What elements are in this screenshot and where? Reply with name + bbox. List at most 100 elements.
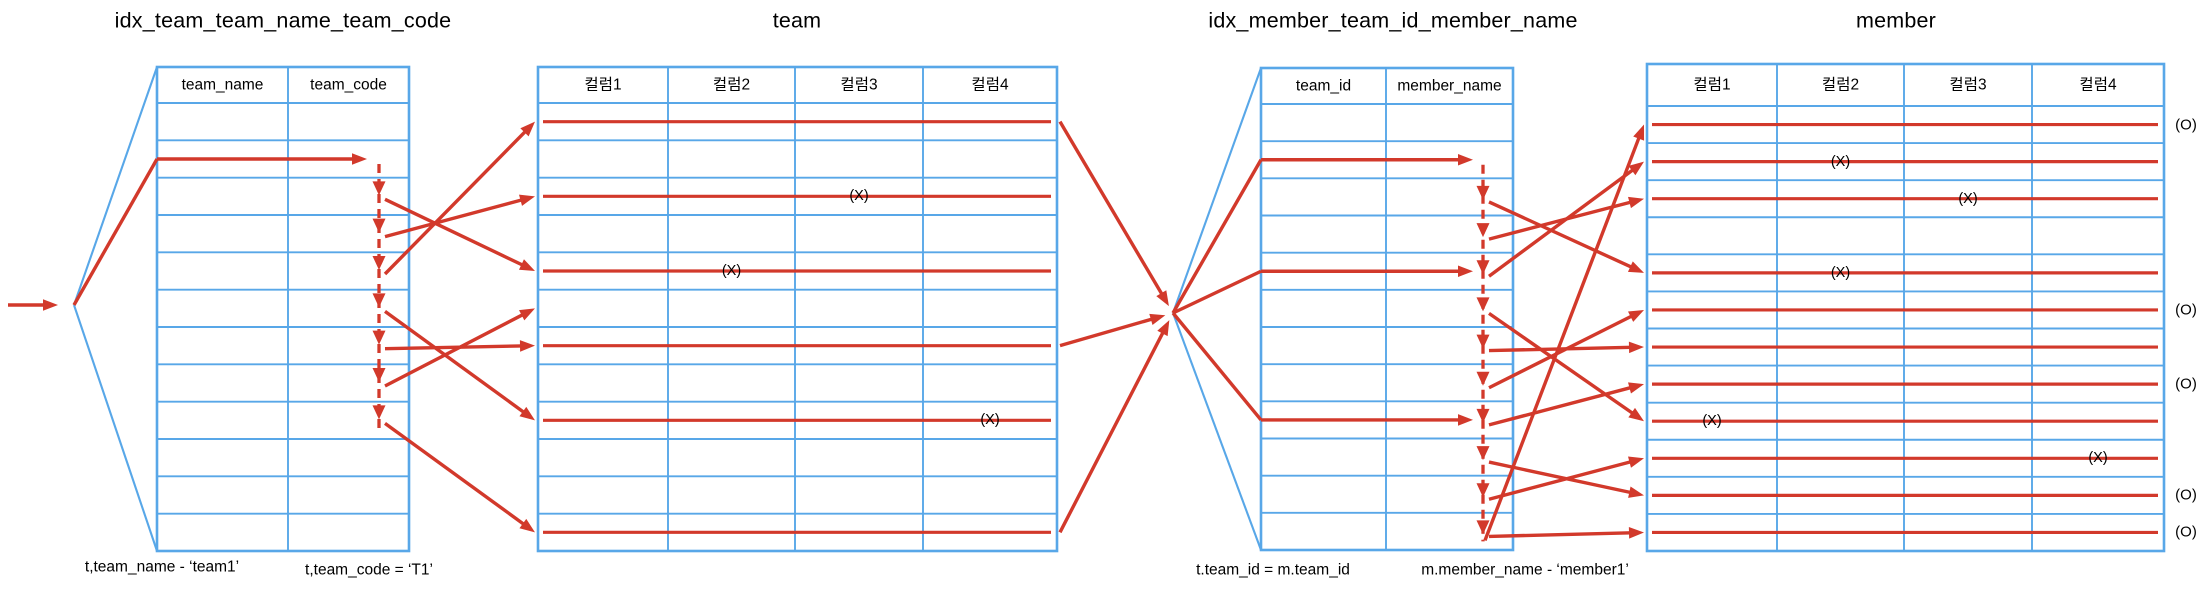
btree-fan-top [73, 66, 158, 306]
rowid-lookup-arrow-line [1488, 200, 1633, 270]
index-entry-diagonal [1172, 269, 1262, 315]
member-table-pass-mark: (O) [2175, 486, 2197, 504]
rowid-lookup-arrow-head [1628, 486, 1644, 498]
query-entry-arrow-head [43, 299, 58, 311]
member-table-fail-mark: (X) [1702, 412, 1722, 429]
rowid-lookup-arrow-head [520, 121, 535, 137]
index-scan-step-arrow [1476, 520, 1490, 535]
member-table-border [1645, 62, 2166, 553]
btree-fan-top [1172, 67, 1262, 314]
join-key-arrow-line [1059, 317, 1154, 348]
rowid-lookup-arrow-head [1627, 309, 1644, 322]
rowid-lookup-arrow-head [1628, 527, 1644, 539]
idx-team-table-col-header: team_code [310, 76, 387, 94]
rowid-lookup-arrow-line [1487, 167, 1635, 278]
index-scan-step-arrow [372, 256, 386, 270]
rowid-lookup-arrow-head [519, 194, 535, 206]
rowid-lookup-arrow-head [519, 340, 535, 352]
rowid-lookup-arrow-head [1628, 196, 1644, 209]
index-scan-step-arrow [1476, 223, 1490, 238]
index-scan-step-arrow [1476, 483, 1490, 498]
rowid-lookup-arrow-line [383, 129, 528, 276]
member-table-fail-mark: (X) [2088, 450, 2108, 467]
index-entry-arrow-head [1458, 153, 1473, 166]
index-scan-step-arrow [1476, 334, 1490, 349]
idx-member-table-col-header: member_name [1397, 77, 1502, 95]
rowid-lookup-arrow-line [1488, 459, 1632, 501]
team-table-col-header: 컬럼2 [712, 76, 751, 94]
index-entry-arrow-head [1458, 414, 1473, 426]
index-entry-diagonal [1171, 311, 1263, 421]
index-scan-step-arrow [372, 293, 386, 308]
rowid-lookup-arrow-head [1628, 407, 1644, 422]
team-table-col-header: 컬럼4 [971, 76, 1009, 94]
index-scan-step-arrow [1476, 297, 1490, 312]
condition-team-id-join: t.team_id = m.team_id [1196, 561, 1350, 579]
rowid-lookup-arrow-head [519, 518, 535, 533]
member-table-col-header: 컬럼1 [1693, 76, 1731, 94]
btree-fan-bottom [73, 304, 158, 552]
rowid-lookup-arrow-head [1627, 261, 1644, 273]
index-scan-step-arrow [1476, 185, 1490, 200]
index-scan-step-arrow [1476, 446, 1490, 461]
team-table-col-header: 컬럼3 [840, 76, 878, 94]
rowid-lookup-arrow-line [1488, 200, 1632, 241]
rowid-lookup-arrow-head [1628, 456, 1644, 468]
rowid-lookup-arrow-line [384, 309, 526, 415]
rowid-lookup-arrow-line [384, 198, 523, 239]
join-key-arrow-head [1149, 313, 1166, 325]
index-scan-step-arrow [372, 181, 386, 196]
index-scan-step-arrow [372, 368, 386, 382]
member-table-col-header: 컬럼2 [1821, 76, 1860, 94]
rowid-lookup-arrow-line [1488, 312, 1635, 416]
rowid-lookup-arrow-line [1488, 385, 1632, 427]
member-table-pass-mark: (O) [2175, 301, 2197, 319]
rowid-lookup-arrow-line [384, 421, 526, 527]
rowid-lookup-arrow-line [1488, 314, 1634, 390]
rowid-lookup-arrow-head [518, 259, 535, 271]
member-table-fail-mark: (X) [1830, 153, 1851, 170]
join-key-arrow-line [1058, 330, 1165, 534]
index-scan-step-arrow [1476, 371, 1490, 386]
index-entry-arrow-head [352, 153, 367, 165]
rowid-lookup-arrow-head [1628, 161, 1644, 176]
member-table-col-header: 컬럼4 [2079, 76, 2117, 94]
rowid-lookup-arrow-head [519, 308, 535, 321]
join-key-arrow-head [1156, 290, 1169, 307]
member-table-fail-mark: (X) [1830, 264, 1851, 281]
rowid-lookup-arrow-line [1488, 531, 1632, 539]
rowid-lookup-arrow-line [384, 312, 525, 388]
team-table-col-header: 컬럼1 [584, 76, 622, 94]
index-scan-step-arrow [372, 330, 386, 345]
join-key-arrow-line [1058, 120, 1164, 296]
index-scan-step-arrow [1476, 408, 1490, 423]
rowid-lookup-arrow-head [519, 406, 535, 421]
title-idx-member: idx_member_team_id_member_name [1208, 8, 1578, 33]
team-table-fail-mark: (X) [849, 188, 869, 205]
idx-team-table-col-header: team_name [181, 76, 264, 94]
rowid-lookup-arrow-head [1628, 341, 1644, 354]
index-entry-diagonal [1171, 158, 1263, 314]
rowid-lookup-arrow-line [384, 344, 523, 351]
team-table-fail-mark: (X) [721, 262, 742, 279]
title-member: member [1855, 8, 1937, 33]
idx-member-table-col-header: team_id [1295, 77, 1352, 95]
index-scan-step-arrow [1476, 260, 1490, 275]
member-table-pass-mark: (O) [2175, 375, 2197, 393]
btree-fan-bottom [1172, 312, 1262, 551]
member-table-col-header: 컬럼3 [1949, 76, 1987, 94]
title-team: team [772, 8, 822, 33]
member-table-pass-mark: (O) [2175, 116, 2197, 134]
member-table-pass-mark: (O) [2175, 523, 2197, 541]
condition-member-name: m.member_name - ‘member1’ [1421, 561, 1629, 579]
member-table-fail-mark: (X) [1958, 190, 1978, 207]
index-scan-step-arrow [372, 405, 386, 420]
index-scan-step-arrow [372, 218, 386, 233]
index-entry-arrow-head [1458, 265, 1473, 278]
rowid-lookup-arrow-line [384, 197, 525, 267]
team-table-fail-mark: (X) [980, 412, 1000, 429]
rowid-lookup-arrow-long-line [1483, 136, 1641, 542]
index-entry-diagonal [72, 158, 159, 306]
